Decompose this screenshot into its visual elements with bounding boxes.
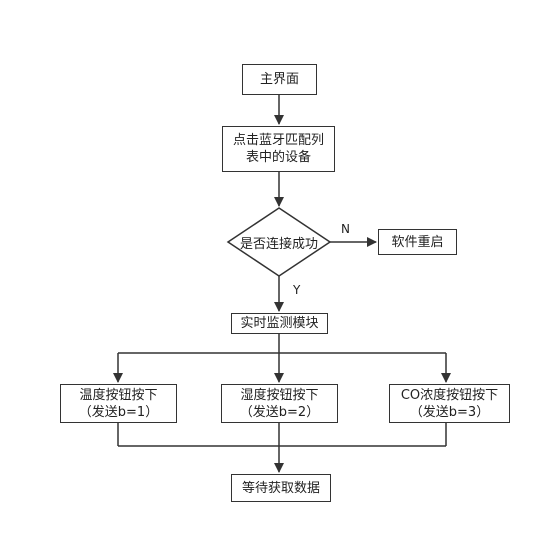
- node-main-ui: 主界面: [242, 64, 317, 95]
- node-humidity: 湿度按钮按下 （发送b=2）: [221, 384, 338, 423]
- node-wait: 等待获取数据: [231, 474, 331, 502]
- node-click-device-line1: 点击蓝牙匹配列: [232, 133, 324, 148]
- edge-label-yes: Y: [293, 283, 301, 297]
- decision-text: 是否连接成功: [239, 236, 318, 252]
- node-co: CO浓度按钮按下 （发送b=3）: [389, 384, 510, 423]
- node-restart: 软件重启: [378, 229, 457, 255]
- node-main-ui-label: 主界面: [259, 72, 299, 87]
- node-decision-label: 是否连接成功: [228, 230, 330, 254]
- edge-label-no: N: [341, 222, 350, 236]
- node-temperature-line1: 温度按钮按下: [79, 387, 158, 403]
- node-humidity-line1: 湿度按钮按下: [240, 387, 319, 403]
- node-co-line2: （发送b=3）: [409, 404, 490, 420]
- node-co-line1: CO浓度按钮按下: [400, 387, 499, 403]
- node-click-device: 点击蓝牙匹配列 表中的设备: [222, 126, 335, 172]
- node-click-device-line2: 表中的设备: [245, 150, 311, 165]
- node-temperature-line2: （发送b=1）: [78, 404, 159, 420]
- node-restart-label: 软件重启: [391, 234, 444, 250]
- node-humidity-line2: （发送b=2）: [239, 404, 320, 420]
- node-monitor: 实时监测模块: [231, 313, 328, 334]
- node-monitor-label: 实时监测模块: [240, 316, 319, 331]
- node-wait-label: 等待获取数据: [241, 480, 320, 496]
- node-temperature: 温度按钮按下 （发送b=1）: [60, 384, 177, 423]
